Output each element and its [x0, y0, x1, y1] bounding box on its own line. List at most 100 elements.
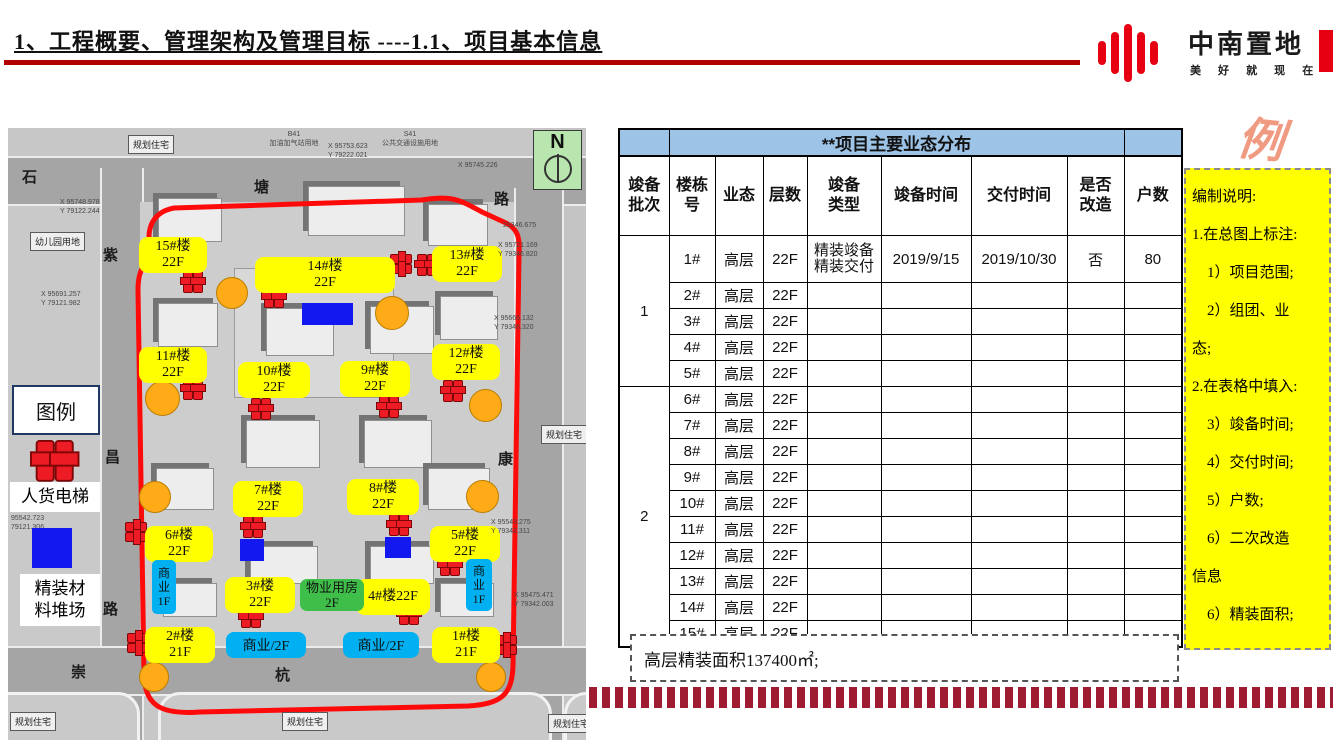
- cell: [1123, 308, 1183, 335]
- cell: [1123, 360, 1183, 387]
- freight-elevator-icon: [240, 516, 266, 538]
- cell: 11#: [668, 516, 716, 543]
- cell: [806, 464, 882, 491]
- cell: [880, 594, 972, 621]
- material-yard-marker: [32, 528, 72, 568]
- cell: [970, 282, 1068, 309]
- building-floors: 22F: [455, 362, 477, 377]
- brand-logo: 中南置地 美 好 就 现 在: [1098, 22, 1328, 84]
- logo-bar-icon: [1111, 32, 1119, 74]
- cell: 22F: [762, 386, 808, 413]
- cell: 3#: [668, 308, 716, 335]
- note-line: 6）精装面积;: [1192, 607, 1294, 623]
- cell: [880, 464, 972, 491]
- building-name: 6#楼: [165, 528, 193, 543]
- cell: [880, 568, 972, 595]
- edge-accent-bar: [1319, 30, 1333, 72]
- logo-bar-icon: [1150, 41, 1158, 65]
- batch-cell: 1: [618, 235, 670, 387]
- cell: [1123, 542, 1183, 569]
- building-name: 10#楼: [256, 364, 292, 379]
- cell: 22F: [762, 282, 808, 309]
- cell: 高层: [714, 594, 764, 621]
- note-line: 3）竣备时间;: [1192, 417, 1294, 433]
- building-name: 7#楼: [254, 483, 282, 498]
- freight-elevator-icon: [390, 251, 412, 277]
- building-name: 1#楼: [452, 629, 480, 644]
- cell: 80: [1123, 235, 1183, 283]
- cell: 高层: [714, 542, 764, 569]
- building-name: 4#楼22F: [368, 589, 418, 604]
- logo-bar-icon: [1137, 32, 1145, 74]
- cell: [880, 360, 972, 387]
- note-line: 态;: [1192, 341, 1212, 357]
- brand-name: 中南置地: [1188, 30, 1305, 59]
- building-name: 11#楼: [155, 349, 191, 364]
- column-header: 是否 改造: [1066, 155, 1125, 236]
- cell: 14#: [668, 594, 716, 621]
- cell: [880, 412, 972, 439]
- freight-elevator-icon: [180, 271, 206, 293]
- building-floors: 22F: [263, 380, 285, 395]
- cell: 10#: [668, 490, 716, 517]
- orange-marker-icon: [216, 277, 248, 309]
- building-label: 4#楼22F: [356, 579, 430, 615]
- cell: [1123, 128, 1183, 157]
- building-footprint: [158, 198, 222, 242]
- building-floors: 21F: [169, 645, 191, 660]
- map-annotation: 29346.675: [503, 222, 537, 229]
- cell: [970, 542, 1068, 569]
- building-floors: 22F: [162, 365, 184, 380]
- cell: 精装竣备 精装交付: [806, 235, 882, 283]
- cell: [880, 490, 972, 517]
- cell: [1066, 542, 1125, 569]
- cell: [1066, 412, 1125, 439]
- cell: [970, 438, 1068, 465]
- cell: [806, 334, 882, 361]
- cell: [970, 386, 1068, 413]
- compass-circle: [543, 155, 572, 183]
- cell: [1123, 412, 1183, 439]
- building-floors: 22F: [257, 499, 279, 514]
- cell: [806, 386, 882, 413]
- cell: [970, 334, 1068, 361]
- cell: 高层: [714, 516, 764, 543]
- note-line: 信息: [1192, 569, 1223, 585]
- cell: 否: [1066, 235, 1125, 283]
- cell: 1#: [668, 235, 716, 283]
- cell: [1066, 464, 1125, 491]
- map-annotation: X 95691.257 Y 79121.982: [41, 291, 81, 307]
- cell: 22F: [762, 594, 808, 621]
- freight-elevator-icon: [376, 396, 402, 418]
- commercial-label: 商业/2F: [343, 632, 419, 658]
- cell: [806, 282, 882, 309]
- building-name: 13#楼: [449, 248, 485, 263]
- legend-material-label: 精装材 料堆场: [20, 574, 100, 626]
- column-header: 楼栋 号: [668, 155, 716, 236]
- logo-bar-icon: [1098, 41, 1106, 65]
- building-floors: 22F: [168, 544, 190, 559]
- building-footprint: [428, 204, 488, 246]
- column-header: 交付时间: [970, 155, 1068, 236]
- cell: [1066, 490, 1125, 517]
- cell: 4#: [668, 334, 716, 361]
- cell: [970, 594, 1068, 621]
- cell: [806, 594, 882, 621]
- cell: 高层: [714, 334, 764, 361]
- column-header: 层数: [762, 155, 808, 236]
- plan-label: 规划住宅: [128, 135, 175, 154]
- commercial-label: 商 业 1F: [466, 559, 492, 611]
